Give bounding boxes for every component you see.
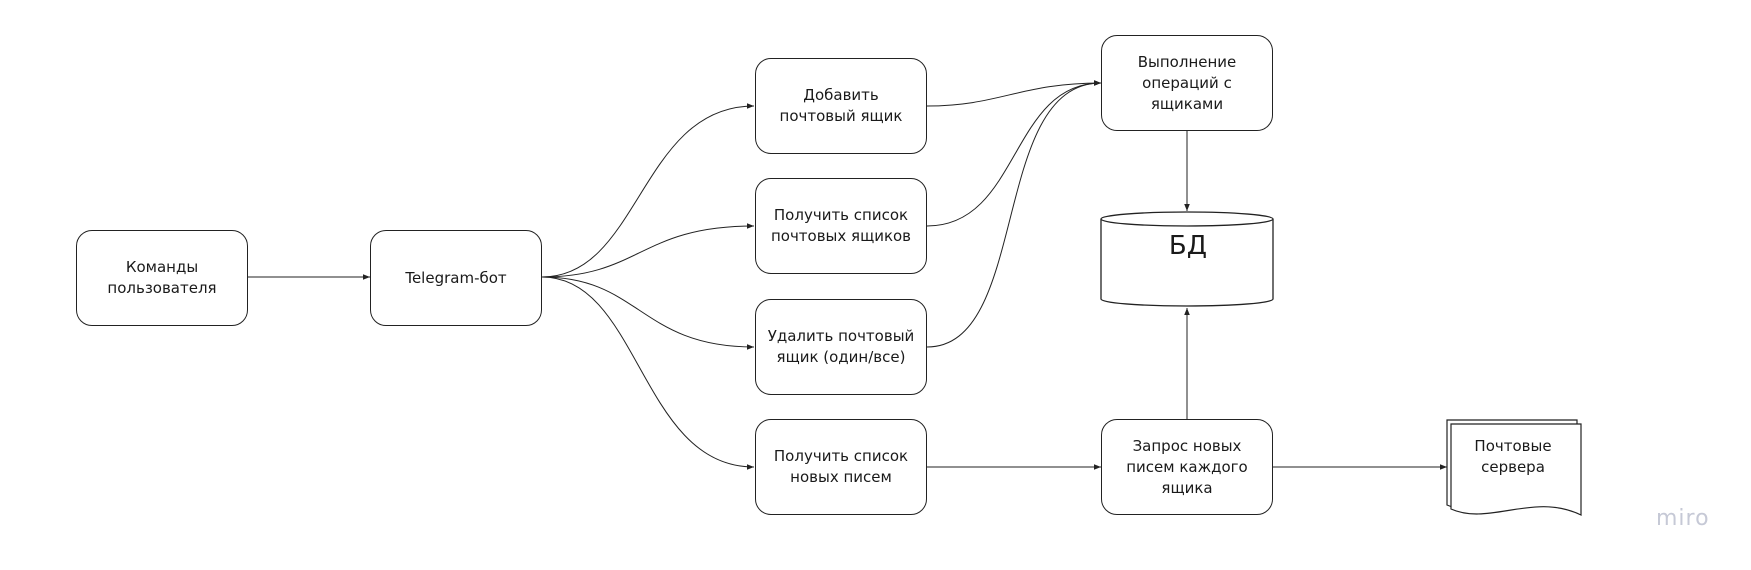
miro-watermark: miro [1656,506,1710,531]
delete-mailbox-node[interactable]: Удалить почтовый ящик (один/все) [755,299,927,395]
list-new-mail-label: Получить список новых писем [773,447,909,486]
mail-servers-document-stack [1446,419,1582,516]
user-commands-label: Команды пользователя [107,258,217,297]
edge-list-mailboxes-to-mailbox-operations [926,80,1102,227]
database-cylinder [1100,211,1274,307]
edge-telegram-bot-to-list-mailboxes [541,223,755,278]
edge-telegram-bot-to-add-mailbox [541,103,755,278]
mailbox-operations-label: Выполнение операций с ящиками [1137,52,1237,113]
request-new-mail-node[interactable]: Запрос новых писем каждого ящика [1101,419,1273,515]
mail-servers-label: Почтовые сервера [1474,437,1552,476]
telegram-bot-label: Telegram-бот [405,268,507,287]
edge-telegram-bot-to-delete-mailbox [541,276,755,350]
request-new-mail-label: Запрос новых писем каждого ящика [1126,436,1248,497]
add-mailbox-node[interactable]: Добавить почтовый ящик [755,58,927,154]
telegram-bot-node[interactable]: Telegram-бот [370,230,542,326]
add-mailbox-label: Добавить почтовый ящик [779,86,903,125]
list-mailboxes-node[interactable]: Получить список почтовых ящиков [755,178,927,274]
database-label: БД [1168,231,1208,261]
list-mailboxes-label: Получить список почтовых ящиков [770,206,912,245]
edge-delete-mailbox-to-mailbox-operations [926,80,1102,348]
edge-telegram-bot-to-list-new-mail [541,276,755,470]
user-commands-node[interactable]: Команды пользователя [76,230,248,326]
edge-add-mailbox-to-mailbox-operations [926,80,1102,107]
mailbox-operations-node[interactable]: Выполнение операций с ящиками [1101,35,1273,131]
delete-mailbox-label: Удалить почтовый ящик (один/все) [767,327,915,366]
list-new-mail-node[interactable]: Получить список новых писем [755,419,927,515]
